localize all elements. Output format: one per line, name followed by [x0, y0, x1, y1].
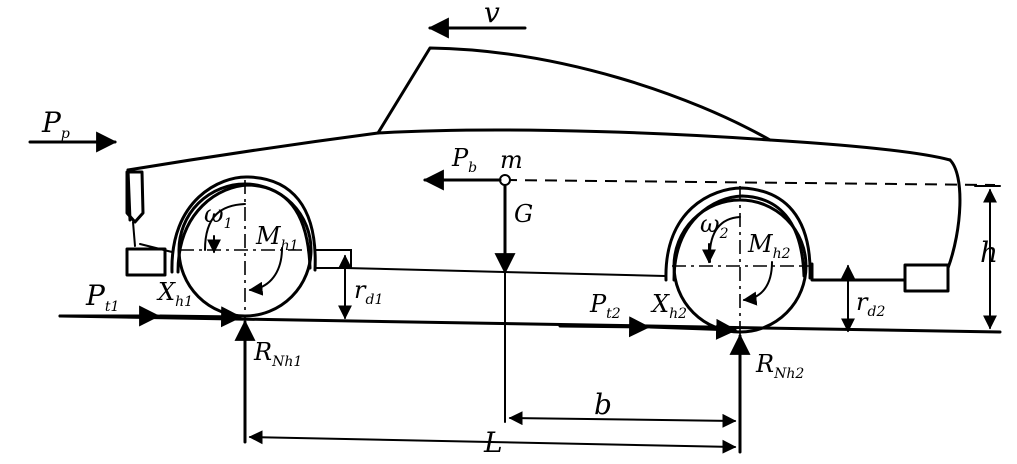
label-gravity: G	[514, 200, 533, 228]
label-wheelbase: L	[483, 426, 503, 459]
front-bumper	[125, 170, 173, 277]
label-height: h	[980, 236, 998, 269]
front-wheel	[170, 175, 352, 320]
dist-b-dimension	[508, 411, 737, 428]
ground-line	[58, 314, 1002, 334]
label-rear-reaction-x: Xh2	[650, 290, 687, 322]
label-center-of-mass: m	[500, 146, 523, 174]
label-front-ang-velocity: ω1	[204, 200, 233, 232]
label-front-reaction-x: Xh1	[156, 278, 193, 310]
label-front-torque: Mh1	[255, 222, 299, 254]
center-of-mass	[494, 174, 516, 423]
front-reaction-x-arrow	[158, 306, 243, 328]
rear-wheel	[664, 186, 812, 336]
label-rear-ang-velocity: ω2	[700, 210, 729, 242]
wheelbase-dimension	[248, 430, 737, 454]
rear-reaction-x-arrow	[648, 318, 738, 340]
label-front-normal: RNh1	[253, 338, 302, 370]
front-torque-arc	[248, 247, 283, 296]
front-omega-arc	[204, 203, 246, 251]
label-front-radius: rd1	[354, 276, 383, 308]
label-velocity: v	[484, 0, 500, 29]
label-inertia-force: Pb	[451, 144, 477, 176]
label-rear-push-force: Pt2	[589, 290, 621, 322]
label-front-push-force: Pt1	[85, 279, 119, 315]
label-rear-radius: rd2	[856, 288, 885, 320]
label-dist-b: b	[594, 388, 612, 421]
cg-level-line	[504, 179, 996, 186]
car-body	[126, 46, 962, 270]
rear-push-arrow	[558, 316, 651, 338]
label-rear-normal: RNh2	[755, 350, 804, 382]
height-dimension	[974, 185, 1001, 330]
label-rear-torque: Mh2	[747, 230, 791, 262]
rear-bumper	[810, 262, 950, 293]
label-air-resistance: Pp	[41, 106, 70, 142]
